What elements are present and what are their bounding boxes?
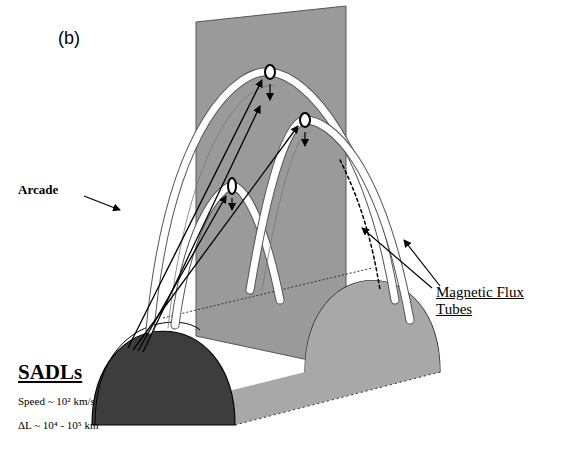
part-label: Magnetic Flux Tubes — [436, 284, 548, 317]
sadl-leaders — [128, 80, 298, 352]
arcade-leader — [84, 196, 120, 210]
sadl-ovals — [228, 65, 310, 194]
downflow-arrows — [232, 84, 305, 210]
panel-label: (b) — [58, 28, 80, 49]
arcade-body — [92, 281, 440, 426]
flux-tube-leaders — [362, 228, 440, 288]
arcade-front-end — [92, 331, 235, 425]
note-label: Speed ~ 10² km/s — [18, 395, 95, 407]
heading-label: SADLs — [18, 360, 82, 385]
flux-tubes — [150, 72, 410, 330]
note-label: ΔL ~ 10⁴ - 10⁵ km — [18, 419, 98, 431]
part-label: Arcade — [18, 182, 58, 198]
